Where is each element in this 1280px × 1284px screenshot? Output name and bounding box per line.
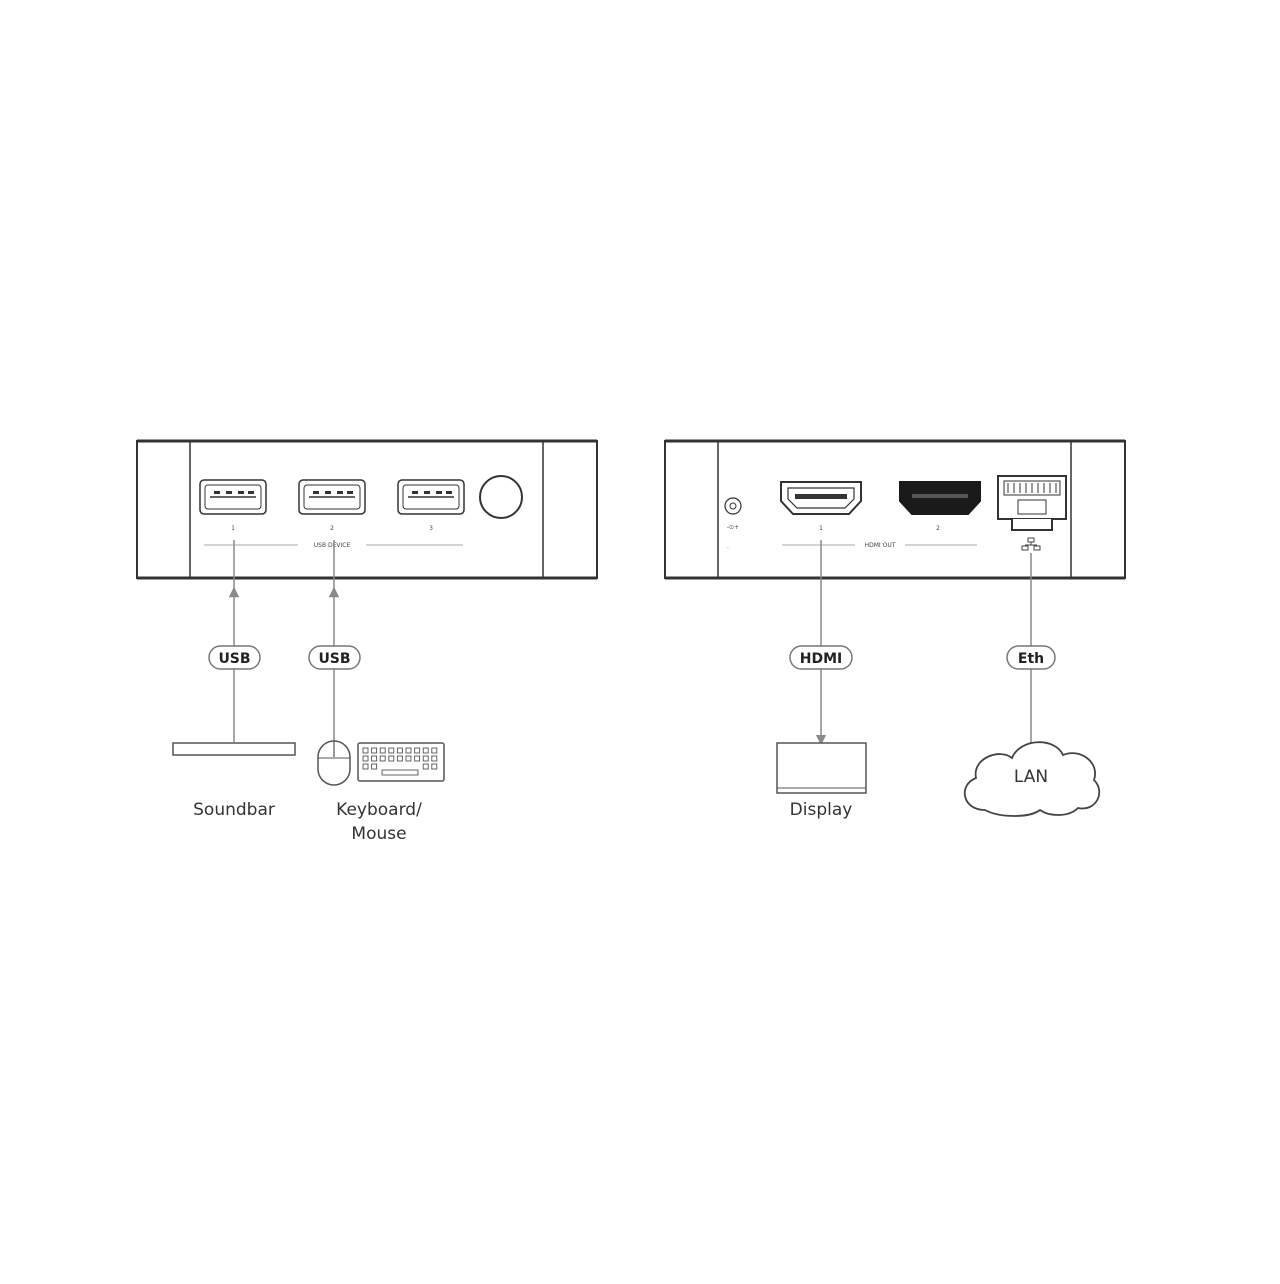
hdmi-port-2-number: 2 xyxy=(936,525,940,532)
keyboard-key xyxy=(396,755,403,762)
keyboard-key xyxy=(388,755,395,762)
keyboard-key xyxy=(431,747,438,754)
hdmi-port-1-number: 1 xyxy=(819,525,823,532)
hdmi-out-label: HDMI OUT xyxy=(865,542,896,549)
keyboard-key xyxy=(362,763,369,770)
usb-device-label: USB DEVICE xyxy=(314,542,351,549)
hdmi-port-1 xyxy=(780,481,862,515)
svg-text:Eth: Eth xyxy=(1018,651,1044,667)
keyboard-icon xyxy=(357,742,445,782)
keyboard-key xyxy=(422,755,429,762)
back-panel: -⊙+ . xyxy=(664,439,1126,580)
keyboard-key xyxy=(371,747,378,754)
usb-port-1 xyxy=(199,479,267,515)
usb-port-1-number: 1 xyxy=(231,525,235,532)
usb-port-3 xyxy=(397,479,465,515)
keyboard-mouse-label-line1: Keyboard/ xyxy=(336,800,422,820)
keyboard-key xyxy=(379,747,386,754)
keyboard-key xyxy=(414,755,421,762)
keyboard-key xyxy=(405,755,412,762)
keyboard-key xyxy=(388,747,395,754)
keyboard-key xyxy=(405,747,412,754)
hdmi-port-2 xyxy=(899,481,981,515)
keyboard-key xyxy=(414,747,421,754)
display-icon xyxy=(776,742,867,794)
keyboard-key xyxy=(431,755,438,762)
soundbar-icon xyxy=(172,742,296,756)
keyboard-key xyxy=(422,747,429,754)
keyboard-key xyxy=(422,763,429,770)
network-symbol-icon xyxy=(1021,537,1041,551)
keyboard-key xyxy=(396,747,403,754)
eth-cable-label: Eth xyxy=(1006,645,1056,670)
front-panel: 1 2 3 USB DEVICE xyxy=(136,439,598,580)
usb1-cable-label: USB xyxy=(208,645,261,670)
dc-power-jack-icon xyxy=(724,497,742,515)
keyboard-key xyxy=(362,747,369,754)
soundbar-label: Soundbar xyxy=(193,800,275,820)
mouse-icon xyxy=(317,740,351,786)
keyboard-key xyxy=(379,755,386,762)
lan-label: LAN xyxy=(1014,767,1048,787)
usb-port-2 xyxy=(298,479,366,515)
power-button-icon xyxy=(479,475,523,519)
dc-polarity-label: -⊙+ xyxy=(727,524,739,531)
svg-text:USB: USB xyxy=(218,651,250,667)
lan-cloud-icon: LAN xyxy=(963,741,1100,817)
ethernet-port xyxy=(997,475,1067,531)
keyboard-key xyxy=(371,755,378,762)
dc-sub-label: . xyxy=(727,543,729,550)
usb2-cable-label: USB xyxy=(308,645,361,670)
svg-text:HDMI: HDMI xyxy=(800,651,842,667)
display-label: Display xyxy=(790,800,853,820)
hdmi-cable-label: HDMI xyxy=(789,645,853,670)
keyboard-key xyxy=(431,763,438,770)
keyboard-mouse-label-line2: Mouse xyxy=(351,824,406,844)
svg-text:USB: USB xyxy=(318,651,350,667)
usb-port-2-number: 2 xyxy=(330,525,334,532)
usb-port-3-number: 3 xyxy=(429,525,433,532)
keyboard-key xyxy=(362,755,369,762)
keyboard-key xyxy=(371,763,378,770)
